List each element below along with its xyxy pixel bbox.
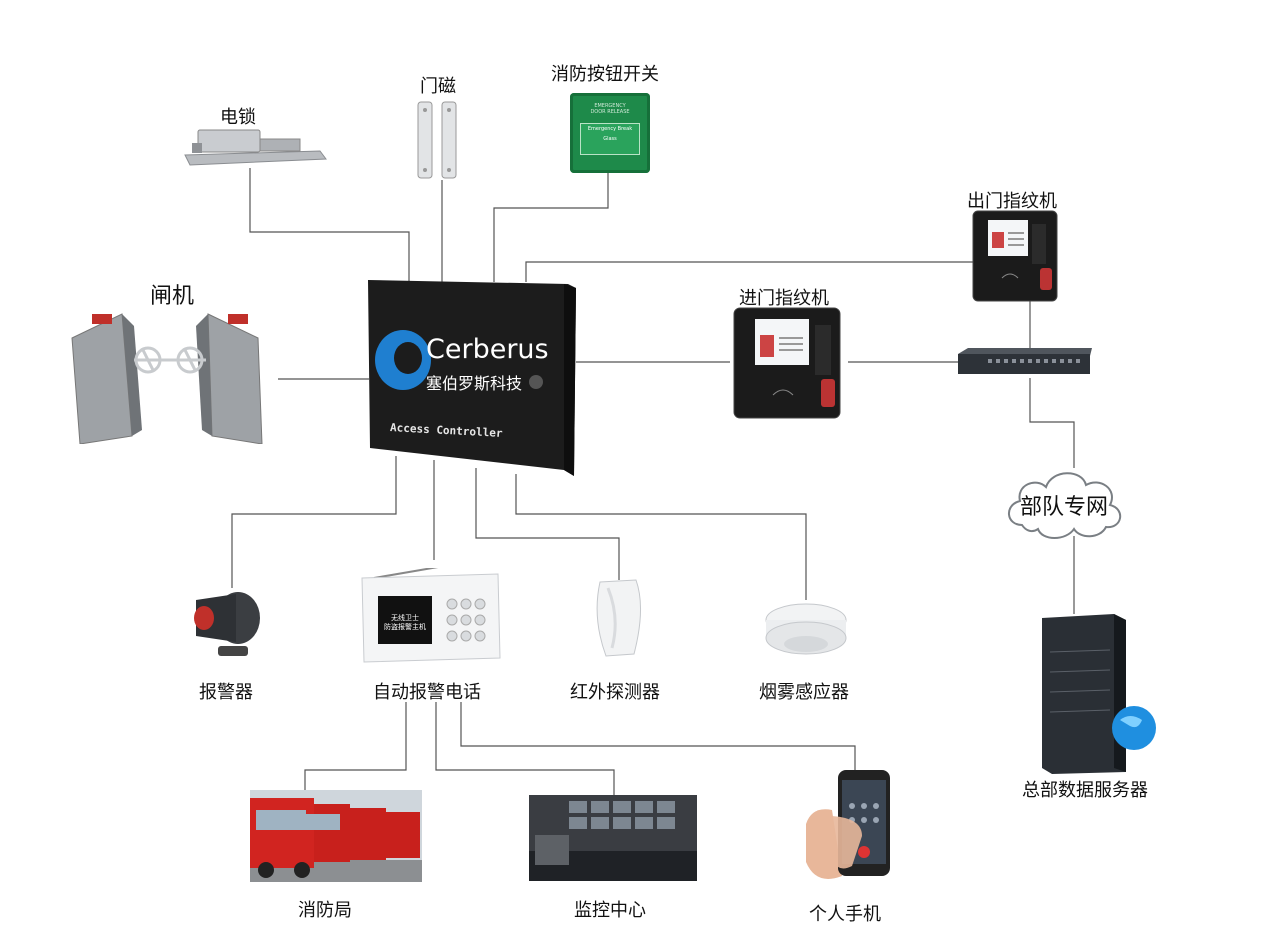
fire-trucks-icon xyxy=(250,790,422,882)
infrared-detector-icon xyxy=(596,579,642,657)
door-magnet-icon xyxy=(417,101,457,179)
fire-button-glass: Emergency Break Glass xyxy=(580,123,640,155)
electric-lock-label: 电锁 xyxy=(220,107,256,128)
server-icon xyxy=(1042,614,1156,774)
fire-button-label: 消防按钮开关 xyxy=(551,64,659,85)
smoke-detector-icon xyxy=(765,603,847,655)
wire-electric-lock xyxy=(249,168,410,282)
mobile-phone-icon xyxy=(806,770,890,879)
wire-infrared xyxy=(475,468,620,580)
turnstile-icon xyxy=(71,313,263,444)
army-network-label: 部队专网 xyxy=(1019,495,1109,520)
fire-button-icon: EMERGENCY DOOR RELEASE Emergency Break G… xyxy=(570,93,650,173)
fire-button-text-3: Emergency Break Glass xyxy=(587,126,633,142)
dialer-screen: 无线卫士 防盗报警主机 xyxy=(380,614,430,632)
controller-box xyxy=(368,280,576,476)
wire-exit-fingerprint xyxy=(525,261,975,282)
controller-brand: Cerberus xyxy=(426,334,549,365)
fire-station-label: 消防局 xyxy=(298,900,352,921)
cloud-icon xyxy=(1008,472,1121,539)
access-controller-icon: Cerberus 塞伯罗斯科技 Access Controller xyxy=(368,280,576,476)
siren-icon xyxy=(194,592,260,656)
wire-fire-station xyxy=(304,702,407,792)
wire-smoke xyxy=(515,474,807,600)
dialer-screen-line1: 无线卫士 xyxy=(391,614,419,622)
dialer-screen-line2: 防盗报警主机 xyxy=(384,623,426,631)
controller-brand-cn: 塞伯罗斯科技 xyxy=(426,374,523,393)
hq-server-label: 总部数据服务器 xyxy=(1022,780,1148,801)
door-magnet-label: 门磁 xyxy=(420,76,456,97)
fire-button-text-1: EMERGENCY xyxy=(594,103,626,109)
exit-fingerprint-icon xyxy=(972,210,1058,302)
wire-switch-to-cloud xyxy=(1029,378,1075,468)
electric-lock-icon xyxy=(184,129,327,166)
turnstile-label: 闸机 xyxy=(149,284,195,309)
wire-fire-button xyxy=(493,172,609,282)
fire-button-text-2: DOOR RELEASE xyxy=(590,109,630,115)
auto-dialer-icon: 无线卫士 防盗报警主机 xyxy=(360,568,502,664)
entry-fingerprint-label: 进门指纹机 xyxy=(739,288,829,309)
exit-fingerprint-label: 出门指纹机 xyxy=(967,191,1057,212)
wire-phone xyxy=(460,702,856,770)
auto-dialer-label: 自动报警电话 xyxy=(373,682,481,703)
mobile-phone-label: 个人手机 xyxy=(809,904,881,925)
wire-monitoring xyxy=(435,702,615,796)
monitoring-center-label: 监控中心 xyxy=(574,900,646,921)
siren-label: 报警器 xyxy=(199,682,253,703)
smoke-detector-label: 烟雾感应器 xyxy=(759,682,849,703)
infrared-detector-label: 红外探测器 xyxy=(570,682,660,703)
wire-siren xyxy=(231,456,397,588)
network-switch-icon xyxy=(958,348,1092,374)
entry-fingerprint-icon xyxy=(733,307,841,419)
dialer-body xyxy=(361,568,501,663)
monitoring-center-icon xyxy=(529,795,697,881)
